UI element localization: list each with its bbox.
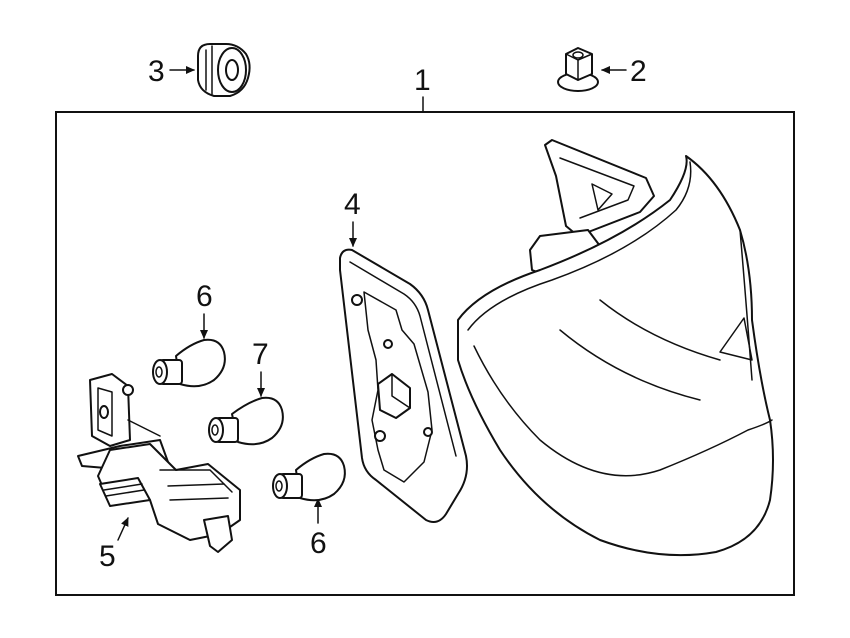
- bulb-part-lower: [272, 452, 346, 502]
- callout-4: 4: [344, 188, 361, 221]
- grommet-part: [197, 43, 251, 97]
- callout-2: 2: [630, 55, 647, 88]
- callout-7: 7: [252, 338, 269, 371]
- gasket-part: [339, 248, 468, 523]
- callout-6-lower: 6: [310, 527, 327, 560]
- tail-lamp-assembly-part: [457, 139, 774, 557]
- bulb-part-7: [208, 396, 284, 446]
- callout-6-upper: 6: [196, 280, 213, 313]
- flange-nut-part: [557, 47, 599, 92]
- callout-3: 3: [148, 55, 165, 88]
- socket-bracket-part: [77, 373, 241, 553]
- assembly-frame: [55, 111, 795, 596]
- callout-5-arrow: [117, 517, 129, 541]
- callout-1: 1: [414, 64, 431, 97]
- bulb-part-upper: [152, 338, 226, 388]
- callout-5: 5: [99, 540, 116, 573]
